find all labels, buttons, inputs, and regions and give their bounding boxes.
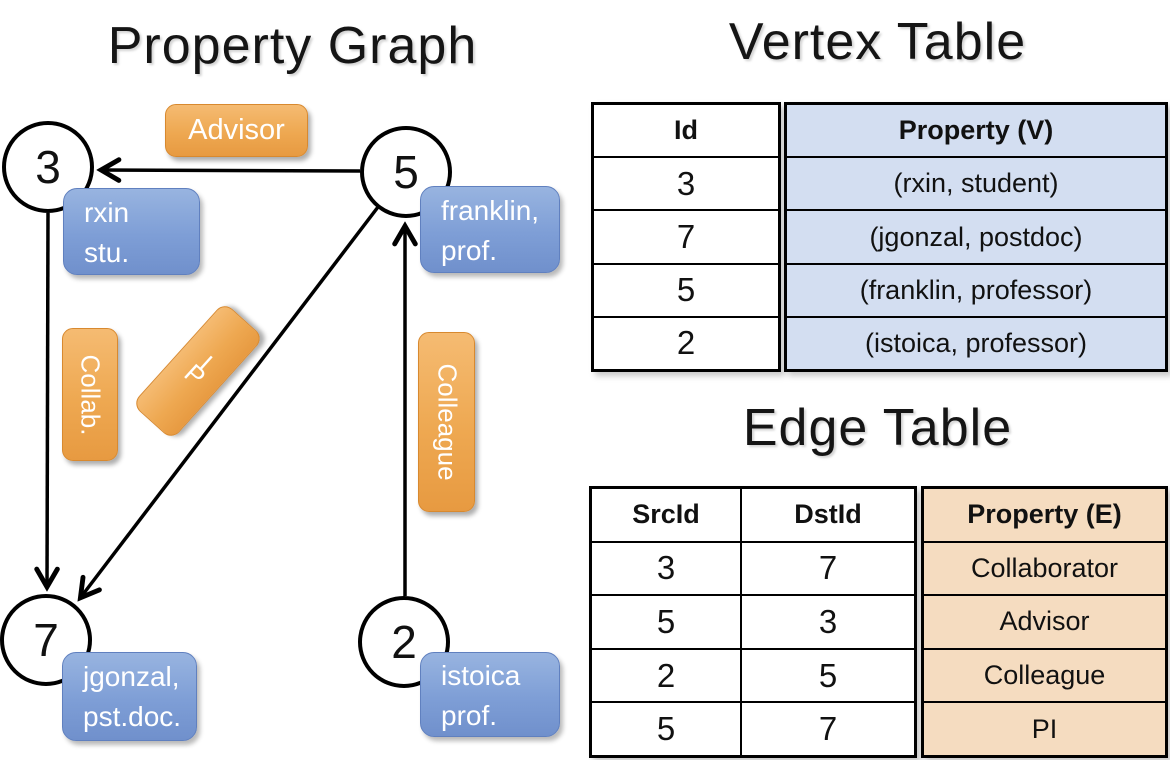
edge-table-dstid-cell: 7 [818,549,838,587]
vertex-property-pill-5: franklin, prof. [420,186,560,273]
vertex-property-line: stu. [84,237,130,268]
edge-label-collab: Collab. [62,328,118,461]
vertex-table-id-cell: 2 [594,315,778,369]
edge-arrow-3-to-7 [47,212,48,586]
vertex-property-line: prof. [441,235,498,266]
edge-table-id-columns: SrcId DstId 3 7 5 3 2 5 5 7 [589,486,917,758]
vertex-table-property-column: Property (V) (rxin, student) (jgonzal, p… [784,102,1168,372]
vertex-table-id-cell: 7 [594,209,778,262]
vertex-property-line: istoica [441,660,521,691]
edge-table-property-cell: PI [924,701,1165,755]
graph-node-5: 5 [360,126,452,218]
vertex-table-id-cell: 5 [594,262,778,316]
edge-table-srcid-cell: 5 [592,703,742,755]
vertex-table-id-header: Id [674,115,698,146]
vertex-table-title: Vertex Table [728,13,1027,71]
edge-table-property-header: Property (E) [967,499,1122,530]
edge-label-colleague: Colleague [418,332,475,512]
edge-arrow-5-to-3 [102,170,361,171]
edge-label-text: Collab. [75,354,106,435]
vertex-table-property-cell: (istoica, professor) [787,315,1165,369]
vertex-property-pill-7: jgonzal, pst.doc. [62,652,197,741]
vertex-table-property-cell: (franklin, professor) [787,262,1165,316]
edge-table-title: Edge Table [742,399,1013,457]
vertex-property-line: pst.doc. [83,701,182,732]
edge-table-property-cell: Colleague [924,647,1165,702]
edge-table-dstid-cell: 3 [818,602,838,640]
edge-label-text: Advisor [188,114,285,146]
vertex-property-line: rxin [84,197,130,228]
edge-label-text: Colleague [432,363,462,481]
edge-table-property-cell: Advisor [924,594,1165,648]
vertex-property-pill-3: rxin stu. [63,188,200,275]
edge-label-text: PI [178,349,219,392]
vertex-table-property-cell: (jgonzal, postdoc) [787,209,1165,262]
vertex-table-property-header: Property (V) [898,115,1054,146]
edge-table-dstid-cell: 7 [818,710,838,748]
edge-table-dstid-header: DstId [794,499,862,530]
vertex-property-line: franklin, [441,195,540,226]
vertex-table-id-cell: 3 [594,156,778,209]
property-graph-title: Property Graph [107,17,478,75]
edge-table-srcid-cell: 2 [592,649,742,702]
vertex-property-line: jgonzal, [83,661,180,692]
edge-table-srcid-cell: 3 [592,542,742,595]
edge-table-dstid-cell: 5 [818,656,838,694]
edge-label-advisor: Advisor [165,104,308,157]
edge-table-property-cell: Collaborator [924,540,1165,595]
edge-table-property-column: Property (E) Collaborator Advisor Collea… [921,486,1168,758]
edge-arrow-5-to-7 [81,205,380,597]
vertex-property-pill-2: istoica prof. [420,652,560,737]
vertex-table-property-cell: (rxin, student) [787,156,1165,209]
graph-node-2: 2 [358,596,450,688]
edge-table-srcid-cell: 5 [592,596,742,648]
graph-edges-canvas [0,0,585,760]
edge-table-srcid-header: SrcId [592,489,742,541]
vertex-property-line: prof. [441,700,498,731]
vertex-table-id-column: Id 3 7 5 2 [591,102,781,372]
